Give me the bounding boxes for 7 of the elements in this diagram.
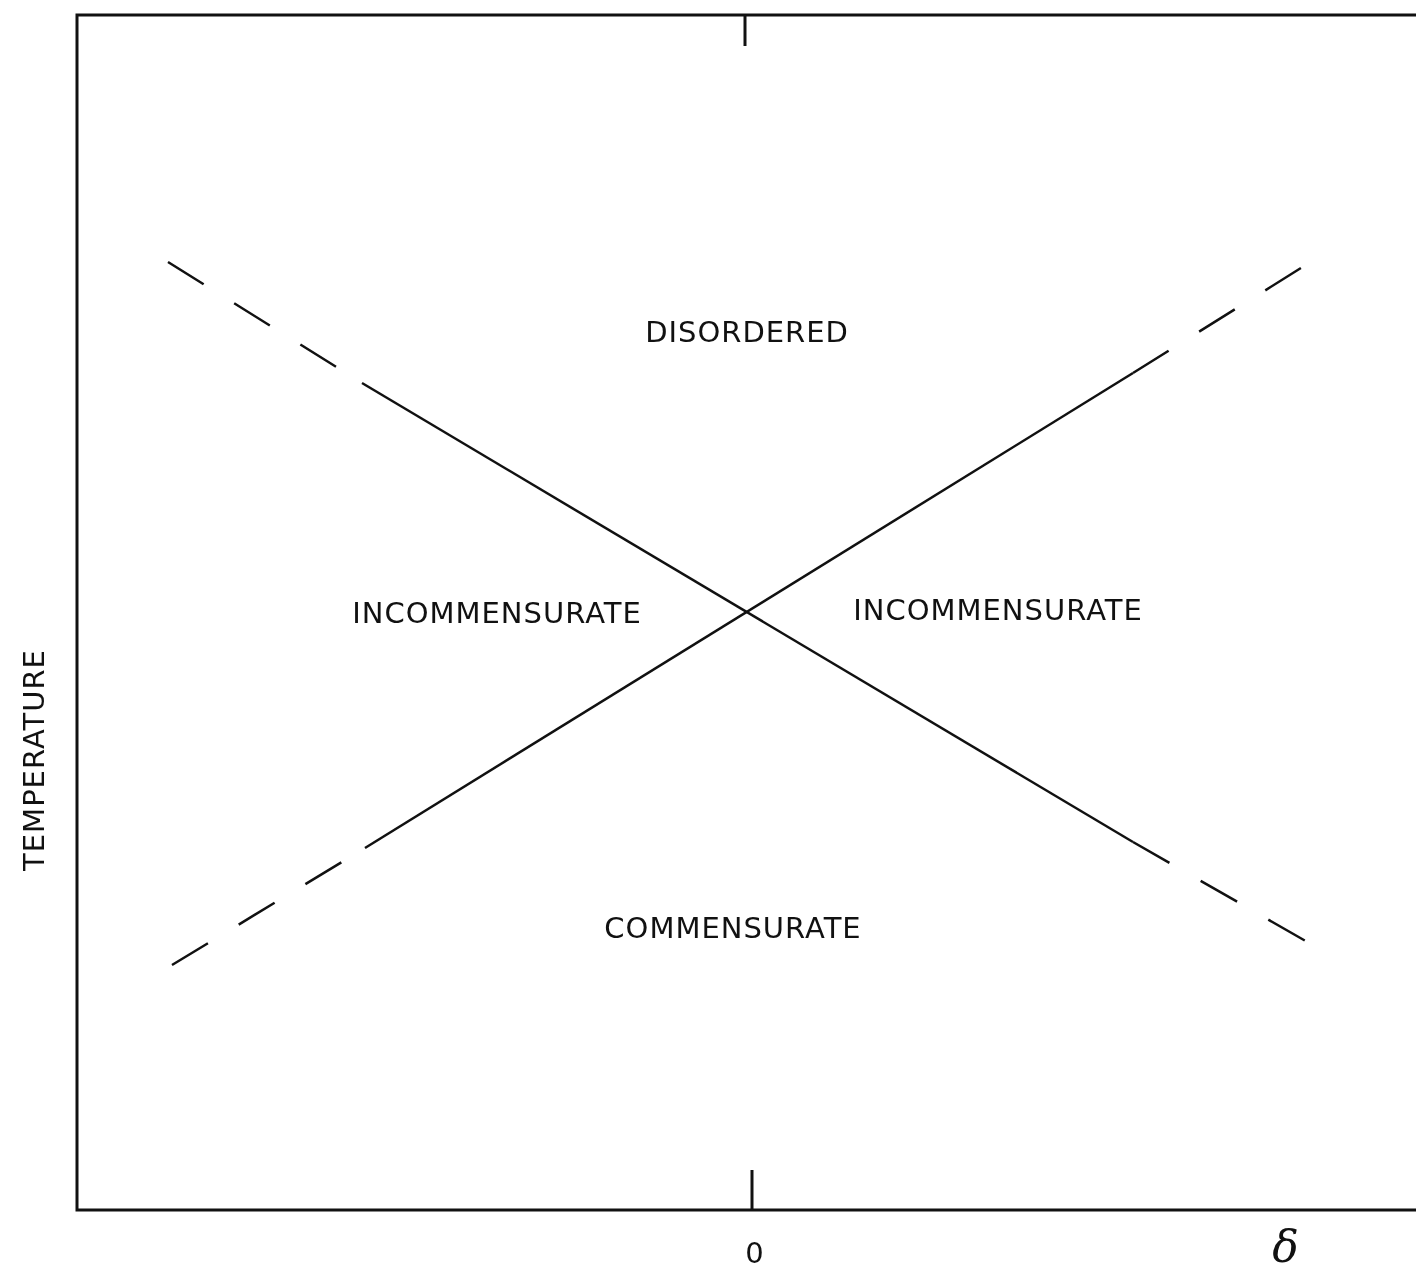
- region-label: INCOMMENSURATE: [352, 596, 642, 630]
- tick-label: 0: [745, 1236, 765, 1270]
- region-label: INCOMMENSURATE: [853, 593, 1143, 627]
- axis-title: δ: [1272, 1220, 1300, 1272]
- axis-title: TEMPERATURE: [17, 649, 51, 871]
- region-label: DISORDERED: [645, 315, 849, 349]
- region-label: COMMENSURATE: [604, 911, 862, 945]
